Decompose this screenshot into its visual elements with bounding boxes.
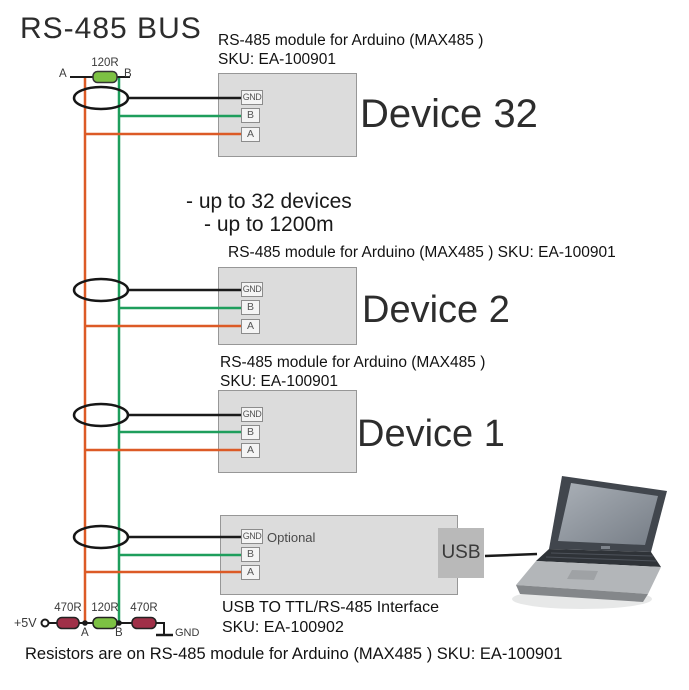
terminal-usb-gnd: GND xyxy=(241,529,263,544)
drop-device1 xyxy=(72,402,241,452)
usb-interface-caption: USB TO TTL/RS-485 Interface SKU: EA-1009… xyxy=(222,598,439,637)
device2-module-text: RS-485 module for Arduino (MAX485 ) xyxy=(228,244,494,261)
bottom-termination-network xyxy=(40,616,173,637)
terminal-device32-gnd: GND xyxy=(241,90,263,105)
top-label-a: A xyxy=(59,68,67,80)
top-label-b: B xyxy=(124,68,132,80)
laptop-screen-bezel xyxy=(549,476,667,552)
laptop-image xyxy=(512,476,667,609)
device1-sku-text: SKU: EA-100901 xyxy=(220,372,339,390)
laptop-front-edge xyxy=(516,585,648,602)
twisted-pair-loop-usb xyxy=(72,524,130,550)
terminal-device2-b: B xyxy=(241,300,260,315)
terminal-device32-b: B xyxy=(241,108,260,123)
twisted-pair-loop-device2 xyxy=(72,277,130,303)
drop-device32 xyxy=(72,85,241,136)
terminal-device1-gnd: GND xyxy=(241,407,263,422)
note-length-limit: - up to 1200m xyxy=(204,213,334,236)
usb-port-label: USB xyxy=(441,542,481,563)
device2-name: Device 2 xyxy=(362,289,510,331)
device-box-2 xyxy=(218,267,357,345)
drop-device2 xyxy=(72,277,241,328)
terminal-usb-b: B xyxy=(241,547,260,562)
node-a-dot xyxy=(82,620,88,626)
node-b-label: B xyxy=(115,627,123,639)
resistor-470r-left-value: 470R xyxy=(54,602,82,614)
top-termination-resistor xyxy=(70,70,130,84)
terminal-device2-gnd: GND xyxy=(241,282,263,297)
device2-annotation: RS-485 module for Arduino (MAX485 ) SKU:… xyxy=(228,244,619,263)
drop-usb-interface xyxy=(72,524,241,574)
terminal-device1-b: B xyxy=(241,425,260,440)
node-a-label: A xyxy=(81,627,89,639)
device32-module-text: RS-485 module for Arduino (MAX485 ) xyxy=(218,32,484,49)
device1-annotation: RS-485 module for Arduino (MAX485 ) SKU:… xyxy=(220,354,485,391)
terminal-usb-a: A xyxy=(241,565,260,580)
device1-module-text: RS-485 module for Arduino (MAX485 ) xyxy=(220,354,486,371)
device32-sku-text: SKU: EA-100901 xyxy=(218,50,337,68)
resistor-470r-left xyxy=(56,616,80,630)
note-devices-limit: - up to 32 devices xyxy=(186,190,352,213)
twisted-pair-loop-device32 xyxy=(72,85,130,111)
optional-label: Optional xyxy=(267,530,316,545)
laptop-touchpad xyxy=(567,570,598,580)
usb-interface-sku: SKU: EA-100902 xyxy=(222,618,344,636)
laptop-keyboard xyxy=(536,549,661,567)
device-box-1 xyxy=(218,390,357,473)
resistor-470r-right xyxy=(131,616,157,630)
laptop-palmrest xyxy=(516,561,661,594)
terminal-device2-a: A xyxy=(241,319,260,334)
page-title: RS-485 BUS xyxy=(20,12,202,45)
resistor-120r-top xyxy=(92,70,118,84)
top-resistor-value: 120R xyxy=(91,57,119,69)
device32-annotation: RS-485 module for Arduino (MAX485 ) SKU:… xyxy=(218,32,483,69)
usb-port: USB xyxy=(438,528,484,578)
resistor-120r-bottom xyxy=(92,616,118,630)
device1-name: Device 1 xyxy=(357,413,505,455)
twisted-pair-loop-device1 xyxy=(72,402,130,428)
laptop-screen xyxy=(558,483,658,545)
device32-name: Device 32 xyxy=(360,92,538,136)
usb-interface-title: USB TO TTL/RS-485 Interface xyxy=(222,599,439,616)
plus5v-terminal xyxy=(40,618,50,628)
usb-cable xyxy=(484,552,538,558)
footer-note: Resistors are on RS-485 module for Ardui… xyxy=(25,645,563,663)
node-b-dot xyxy=(116,620,122,626)
device2-sku-text: SKU: EA-100901 xyxy=(497,244,619,263)
device-box-32 xyxy=(218,73,357,157)
resistor-120r-bottom-value: 120R xyxy=(91,602,119,614)
terminal-device1-a: A xyxy=(241,443,260,458)
laptop-logo xyxy=(601,546,610,549)
terminal-device32-a: A xyxy=(241,127,260,142)
ground-label: GND xyxy=(175,627,200,639)
resistor-470r-right-value: 470R xyxy=(130,602,158,614)
plus5v-label: +5V xyxy=(14,616,37,630)
